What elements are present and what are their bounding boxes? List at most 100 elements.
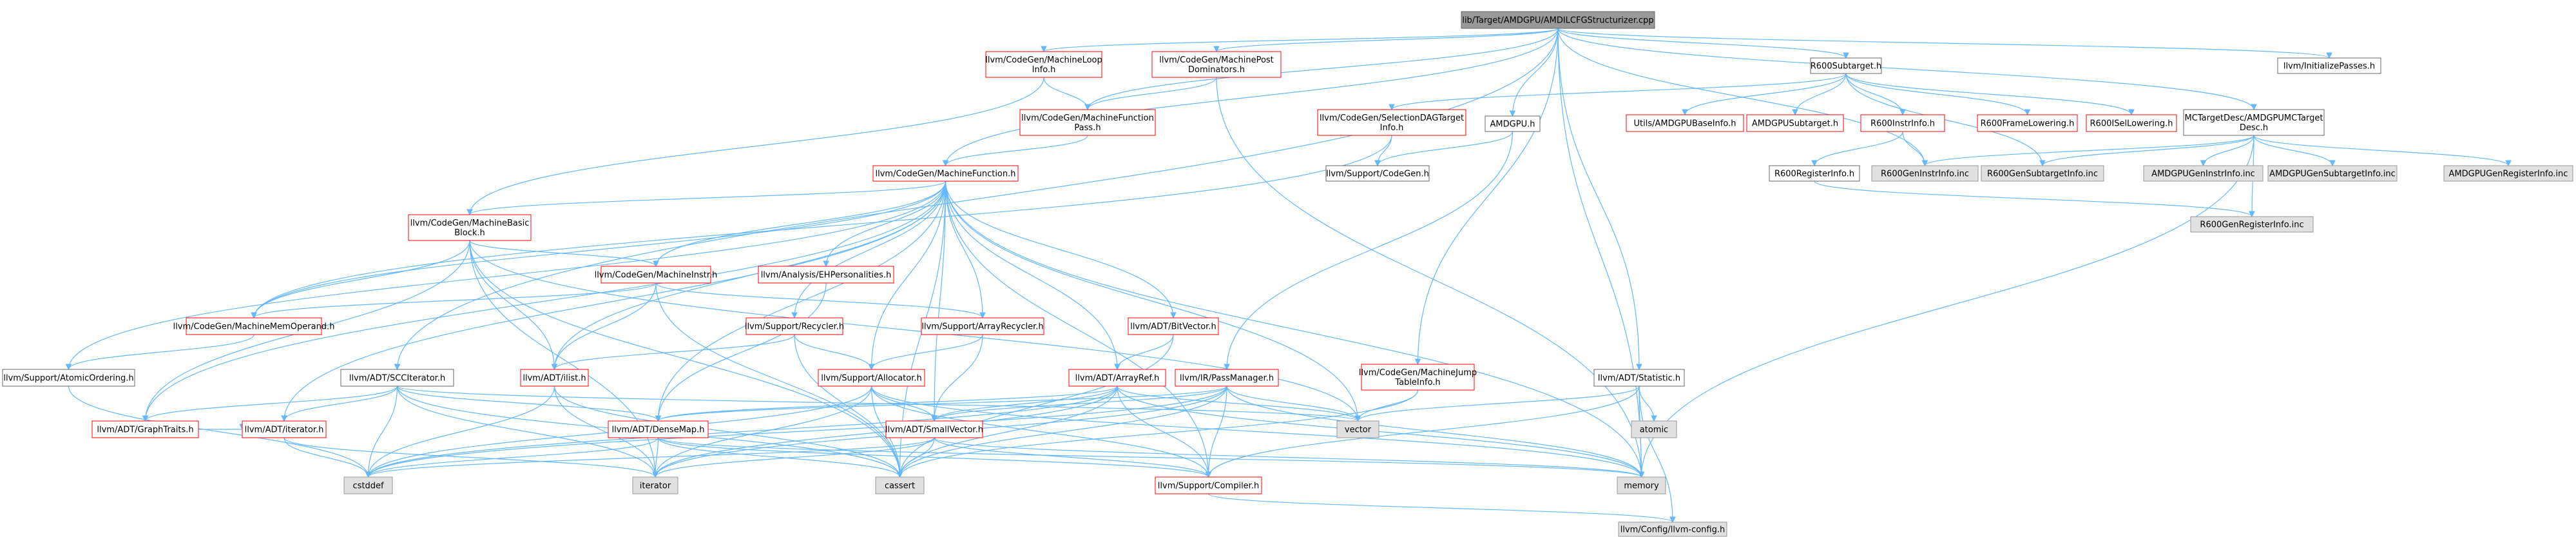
node-memory[interactable]: memory xyxy=(1617,476,1666,494)
node-supportcg[interactable]: llvm/Support/CodeGen.h xyxy=(1325,165,1430,182)
node-ehpers[interactable]: llvm/Analysis/EHPersonalities.h xyxy=(758,266,894,284)
node-box[interactable] xyxy=(1617,476,1666,494)
node-box[interactable] xyxy=(1317,109,1466,136)
node-box[interactable] xyxy=(1618,522,1727,537)
node-r600gensub[interactable]: R600GenSubtargetInfo.inc xyxy=(1981,165,2104,182)
node-box[interactable] xyxy=(872,165,1019,182)
node-box[interactable] xyxy=(2,369,135,387)
node-box[interactable] xyxy=(608,420,709,438)
node-amdgpugeninstr[interactable]: AMDGPUGenInstrInfo.inc xyxy=(2143,165,2264,182)
node-box[interactable] xyxy=(186,317,322,335)
node-box[interactable] xyxy=(745,317,843,335)
node-ilist[interactable]: llvm/ADT/ilist.h xyxy=(520,369,589,387)
node-box[interactable] xyxy=(1461,11,1655,29)
node-r600reginfo[interactable]: R600RegisterInfo.h xyxy=(1769,165,1860,182)
node-passmgr[interactable]: llvm/IR/PassManager.h xyxy=(1175,369,1279,387)
node-box[interactable] xyxy=(1151,51,1282,78)
node-box[interactable] xyxy=(520,369,589,387)
node-cstddef[interactable]: cstddef xyxy=(343,476,393,494)
node-mmo[interactable]: llvm/CodeGen/MachineMemOperand.h xyxy=(173,317,335,335)
node-amdgpugenreg[interactable]: AMDGPUGenRegisterInfo.inc xyxy=(2443,165,2573,182)
node-llvmconfig[interactable]: llvm/Config/llvm-config.h xyxy=(1618,522,1727,537)
node-box[interactable] xyxy=(1485,115,1541,132)
node-box[interactable] xyxy=(921,317,1044,335)
node-r600frame[interactable]: R600FrameLowering.h xyxy=(1977,114,2078,132)
node-box[interactable] xyxy=(1128,317,1219,335)
node-r600genreg[interactable]: R600GenRegisterInfo.inc xyxy=(2190,216,2314,233)
node-box[interactable] xyxy=(91,420,199,438)
node-box[interactable] xyxy=(1626,114,1744,132)
node-graphtraits[interactable]: llvm/ADT/GraphTraits.h xyxy=(91,420,199,438)
node-r600isel[interactable]: R600ISelLowering.h xyxy=(2086,114,2177,132)
node-utilsbase[interactable]: Utils/AMDGPUBaseInfo.h xyxy=(1626,114,1744,132)
node-box[interactable] xyxy=(1810,57,1882,74)
node-root[interactable]: lib/Target/AMDGPU/AMDILCFGStructurizer.c… xyxy=(1461,11,1655,29)
node-r600instr[interactable]: R600InstrInfo.h xyxy=(1860,114,1945,132)
node-atomicord[interactable]: llvm/Support/AtomicOrdering.h xyxy=(2,369,135,387)
node-initpasses[interactable]: llvm/InitializePasses.h xyxy=(2277,57,2381,74)
node-densemap[interactable]: llvm/ADT/DenseMap.h xyxy=(608,420,709,438)
node-vector[interactable]: vector xyxy=(1336,420,1379,438)
node-amdgpugensub[interactable]: AMDGPUGenSubtargetInfo.inc xyxy=(2267,165,2398,182)
node-box[interactable] xyxy=(1769,165,1860,182)
node-box[interactable] xyxy=(985,51,1102,78)
node-box[interactable] xyxy=(1361,364,1475,391)
node-box[interactable] xyxy=(875,476,925,494)
node-box[interactable] xyxy=(1175,369,1279,387)
node-box[interactable] xyxy=(2086,114,2177,132)
node-box[interactable] xyxy=(758,266,894,284)
node-recycler[interactable]: llvm/Support/Recycler.h xyxy=(745,317,844,335)
node-r600sub[interactable]: R600Subtarget.h xyxy=(1810,57,1882,74)
node-r600geninstr[interactable]: R600GenInstrInfo.inc xyxy=(1871,165,1979,182)
node-box[interactable] xyxy=(1631,420,1677,438)
node-box[interactable] xyxy=(242,420,327,438)
node-box[interactable] xyxy=(1325,165,1430,182)
node-box[interactable] xyxy=(1860,114,1945,132)
node-box[interactable] xyxy=(885,420,983,438)
node-box[interactable] xyxy=(601,266,711,284)
node-amdgpusub[interactable]: AMDGPUSubtarget.h xyxy=(1746,114,1844,132)
node-box[interactable] xyxy=(2183,109,2325,136)
node-box[interactable] xyxy=(340,369,454,387)
node-box[interactable] xyxy=(2277,57,2381,74)
node-compiler[interactable]: llvm/Support/Compiler.h xyxy=(1155,476,1262,494)
node-box[interactable] xyxy=(1068,369,1166,387)
node-box[interactable] xyxy=(2143,165,2264,182)
node-box[interactable] xyxy=(632,476,678,494)
node-box[interactable] xyxy=(1155,476,1262,494)
node-box[interactable] xyxy=(2267,165,2398,182)
node-box[interactable] xyxy=(343,476,393,494)
node-box[interactable] xyxy=(408,214,532,241)
node-bitvector[interactable]: llvm/ADT/BitVector.h xyxy=(1128,317,1219,335)
node-smallvec[interactable]: llvm/ADT/SmallVector.h xyxy=(885,420,983,438)
node-box[interactable] xyxy=(2443,165,2573,182)
node-mi[interactable]: llvm/CodeGen/MachineInstr.h xyxy=(595,266,718,284)
node-cassert[interactable]: cassert xyxy=(875,476,925,494)
node-box[interactable] xyxy=(1336,420,1379,438)
node-amdgpuh[interactable]: AMDGPU.h xyxy=(1485,115,1541,132)
node-iterator[interactable]: iterator xyxy=(632,476,678,494)
node-box[interactable] xyxy=(1019,109,1156,136)
node-iteratorh[interactable]: llvm/ADT/iterator.h xyxy=(242,420,327,438)
node-statistic[interactable]: llvm/ADT/Statistic.h xyxy=(1593,369,1685,387)
node-allocator[interactable]: llvm/Support/Allocator.h xyxy=(818,369,925,387)
node-box[interactable] xyxy=(2190,216,2314,233)
node-scciter[interactable]: llvm/ADT/SCCIterator.h xyxy=(340,369,454,387)
node-box[interactable] xyxy=(1977,114,2078,132)
node-box[interactable] xyxy=(1593,369,1685,387)
node-arrrecycler[interactable]: llvm/Support/ArrayRecycler.h xyxy=(921,317,1044,335)
node-arrayref[interactable]: llvm/ADT/ArrayRef.h xyxy=(1068,369,1166,387)
node-mf[interactable]: llvm/CodeGen/MachineFunction.h xyxy=(872,165,1019,182)
node-box[interactable] xyxy=(1746,114,1844,132)
node-atomic[interactable]: atomic xyxy=(1631,420,1677,438)
node-box[interactable] xyxy=(1981,165,2104,182)
node-box[interactable] xyxy=(818,369,925,387)
node-box[interactable] xyxy=(1871,165,1979,182)
